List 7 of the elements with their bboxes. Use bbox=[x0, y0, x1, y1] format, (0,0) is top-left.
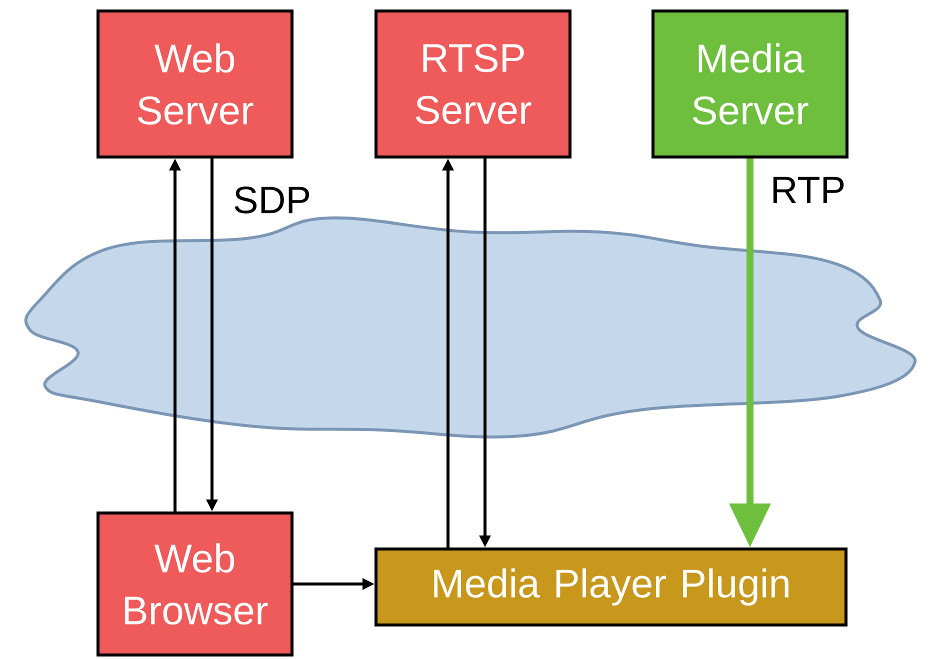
edge-label: RTP bbox=[773, 176, 844, 204]
server-box: Media Player Plugin bbox=[374, 547, 848, 626]
server-box: Web Browser bbox=[96, 511, 294, 656]
server-box: RTSP Server bbox=[374, 10, 572, 158]
server-box: Web Server bbox=[96, 10, 294, 158]
edge-label: SDP bbox=[234, 186, 310, 214]
server-box: Media Server bbox=[652, 10, 848, 158]
